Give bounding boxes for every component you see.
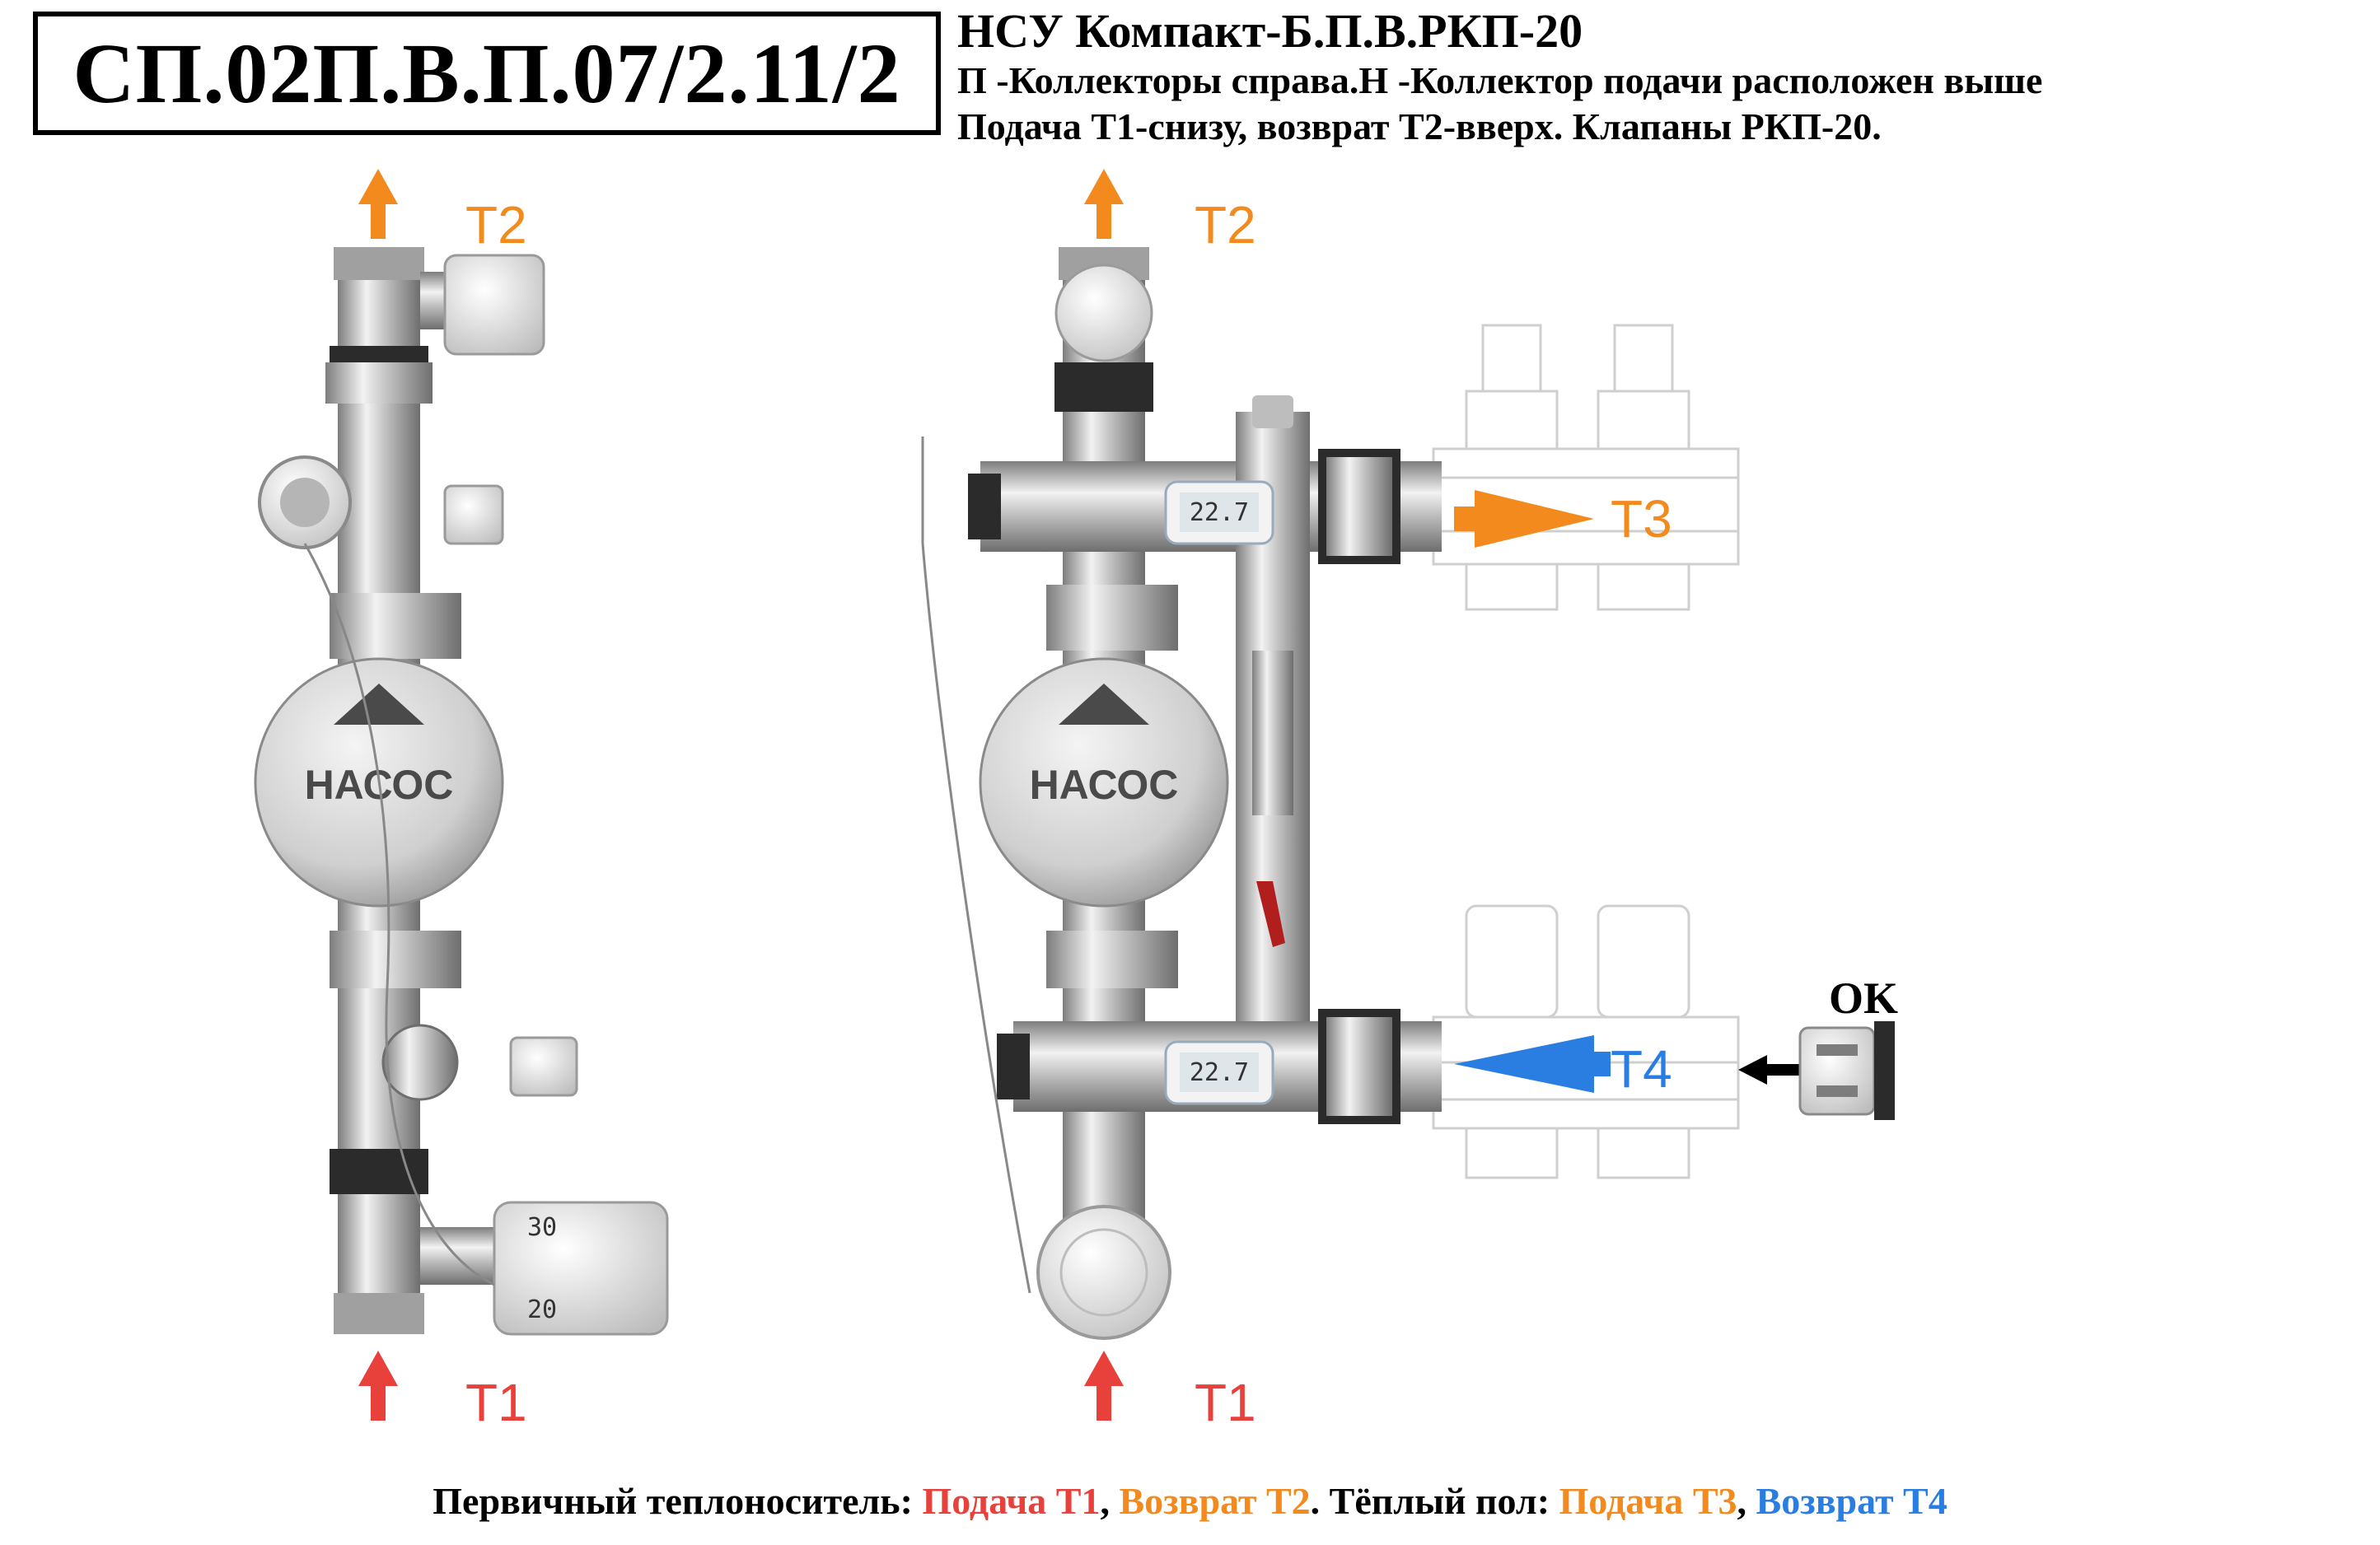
side-bottom-thread [334, 1293, 424, 1334]
front-upper-union [1326, 457, 1392, 556]
front-bypass-rod [1252, 651, 1293, 815]
title-line-3: Подача Т1-снизу, возврат Т2-вверх. Клапа… [957, 105, 1882, 147]
front-pump-arrow-icon [1059, 684, 1149, 725]
side-arrow-t2-icon [358, 169, 398, 239]
front-lower-union [1326, 1017, 1392, 1116]
arrow-t3-icon [1454, 490, 1594, 548]
front-pump [979, 657, 1229, 908]
title-block: НСУ Компакт-Б.П.В.РКП-20 П -Коллекторы с… [957, 5, 2042, 150]
footer-sep-1: , [1100, 1480, 1120, 1522]
side-capillary [303, 543, 495, 1286]
code-box: СП.02П.В.П.07/2.11/2 [33, 12, 941, 135]
label-t3: T3 [1611, 489, 1672, 548]
front-bypass-cap [1252, 395, 1293, 428]
side-label-t1: T1 [465, 1373, 527, 1432]
footer-return-t2: Возврат Т2 [1119, 1480, 1311, 1522]
side-arrow-t1-icon [358, 1351, 398, 1421]
footer-supply-t1: Подача Т1 [922, 1480, 1101, 1522]
front-top-vent-ball [1054, 264, 1153, 362]
front-bottom-thermo-head [1036, 1205, 1171, 1340]
footer-middle: . Тёплый пол: [1310, 1480, 1559, 1522]
side-thermostat-head [493, 1201, 669, 1336]
side-dial-20: 20 [527, 1295, 557, 1324]
side-view-assembly: НАСОС 30 20 T2 T1 [254, 169, 669, 1432]
front-arrow-t1-icon [1084, 1351, 1124, 1421]
footer-sep-2: , [1737, 1480, 1756, 1522]
front-upper-nut [1054, 362, 1153, 412]
title-line-2: П -Коллекторы справа.Н -Коллектор подачи… [957, 59, 2043, 101]
front-arrow-t2-icon [1084, 169, 1124, 239]
front-bottom-thermo-ring [1059, 1228, 1148, 1317]
front-upper-thermo-screen [1180, 492, 1259, 532]
side-top-thread [334, 247, 424, 280]
front-lower-end-cap [997, 1034, 1030, 1099]
product-code: СП.02П.В.П.07/2.11/2 [72, 26, 901, 121]
side-thermo-head-center [280, 478, 330, 527]
footer-prefix: Первичный теплоноситель: [433, 1480, 923, 1522]
front-pump-nut-bottom [1046, 931, 1178, 988]
front-lower-thermo-screen [1180, 1053, 1259, 1092]
front-capillary [921, 436, 1031, 1294]
front-pump-label: НАСОС [1030, 762, 1179, 808]
footer-supply-t3: Подача Т3 [1559, 1480, 1737, 1522]
side-label-t2: T2 [465, 195, 527, 254]
side-pump-nut-top [330, 593, 461, 659]
front-upper-thermo-value: 22.7 [1190, 498, 1249, 527]
side-pump-arrow-icon [334, 684, 424, 725]
ghost-upper-manifold [1432, 324, 1740, 611]
label-t4: T4 [1611, 1039, 1672, 1099]
ok-fitting [1798, 1021, 1895, 1120]
front-lower-thermo-value: 22.7 [1190, 1058, 1249, 1087]
arrow-t4-icon [1454, 1035, 1611, 1093]
side-upper-nut-face [325, 362, 433, 404]
side-pump-nut-bottom [330, 931, 461, 988]
front-pump-nut-top [1046, 585, 1178, 651]
footer-legend: Первичный теплоноситель: Подача Т1, Возв… [0, 1479, 2380, 1523]
side-logo-plug [381, 1024, 459, 1101]
front-label-t1: T1 [1195, 1373, 1256, 1432]
side-top-valve-cap [443, 254, 545, 356]
footer-return-t4: Возврат Т4 [1756, 1480, 1947, 1522]
front-view-assembly: 22.7 НАСОС 22.7 T2 T1 [921, 169, 1898, 1432]
label-ok: OK [1829, 973, 1898, 1023]
front-ball-valve-handle[interactable] [1256, 881, 1285, 947]
side-air-vent [443, 484, 504, 545]
side-dial-30: 30 [527, 1213, 557, 1242]
ok-arrow-icon [1738, 1055, 1800, 1085]
front-upper-end-cap [968, 474, 1001, 539]
title-line-1: НСУ Компакт-Б.П.В.РКП-20 [957, 4, 1583, 58]
side-lower-vent [509, 1036, 578, 1097]
front-label-t2: T2 [1195, 195, 1256, 254]
side-bottom-valve-body [420, 1227, 503, 1285]
